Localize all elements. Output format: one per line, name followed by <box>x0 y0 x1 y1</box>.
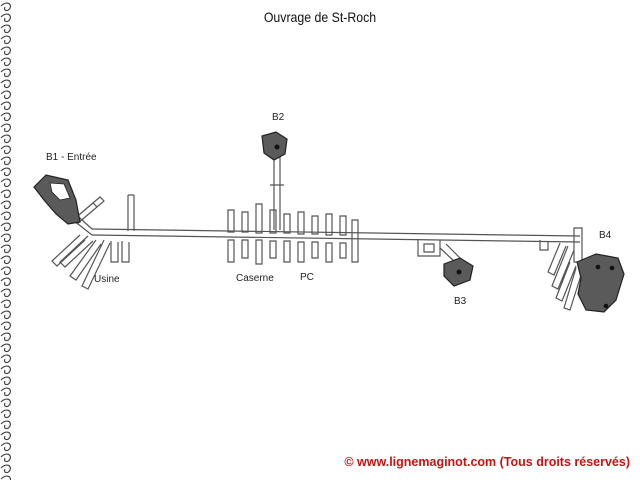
binding-loop <box>0 332 11 342</box>
binding-loop <box>0 244 11 254</box>
bloc-b1-cutout <box>49 182 71 201</box>
bloc-b2 <box>261 131 288 161</box>
binding-loop <box>0 277 11 287</box>
bloc-b4 <box>576 253 625 313</box>
binding-loop <box>0 35 11 45</box>
binding-loop <box>0 145 11 155</box>
binding-loop <box>0 299 11 309</box>
binding-loop <box>0 376 11 386</box>
binding-loop <box>0 321 11 331</box>
binding-loop <box>0 310 11 320</box>
binding-loop <box>0 189 11 199</box>
bloc-b4-turret-2 <box>609 265 615 271</box>
label-pc: PC <box>300 272 314 283</box>
binding-loop <box>0 453 11 463</box>
binding-loop <box>0 167 11 177</box>
binding-loop <box>0 68 11 78</box>
binding-loop <box>0 233 11 243</box>
binding-loop <box>0 13 11 23</box>
binding-loop <box>0 222 11 232</box>
copyright-notice: © www.lignemaginot.com (Tous droits rése… <box>344 455 630 469</box>
label-caserne: Caserne <box>236 273 274 284</box>
bloc-b3-turret <box>456 269 462 275</box>
binding-loop <box>0 409 11 419</box>
usine-galleries <box>51 194 135 290</box>
b4-galleries <box>539 227 583 311</box>
binding-loop <box>0 387 11 397</box>
binding-loop <box>0 398 11 408</box>
binding-loop <box>0 178 11 188</box>
bloc-b2-turret <box>274 144 280 150</box>
binding-loop <box>0 266 11 276</box>
binding-loop <box>0 365 11 375</box>
spiral-binding <box>0 2 11 480</box>
b3-galleries <box>417 239 461 263</box>
label-b2: B2 <box>272 112 285 123</box>
binding-loop <box>0 288 11 298</box>
binding-loop <box>0 24 11 34</box>
label-b3: B3 <box>454 296 467 307</box>
label-b4: B4 <box>599 230 612 241</box>
binding-loop <box>0 156 11 166</box>
binding-loop <box>0 200 11 210</box>
binding-loop <box>0 255 11 265</box>
bloc-b1 <box>33 174 81 225</box>
binding-loop <box>0 90 11 100</box>
label-b1-entree: B1 - Entrée <box>46 152 97 163</box>
binding-loop <box>0 354 11 364</box>
caserne-galleries <box>227 203 359 265</box>
label-usine: Usine <box>94 274 120 285</box>
bloc-b4-turret-1 <box>595 264 601 270</box>
binding-loop <box>0 123 11 133</box>
binding-loop <box>0 475 11 480</box>
binding-loop <box>0 112 11 122</box>
binding-loop <box>0 343 11 353</box>
binding-loop <box>0 57 11 67</box>
binding-loop <box>0 211 11 221</box>
binding-loop <box>0 442 11 452</box>
binding-loop <box>0 420 11 430</box>
b2-shaft <box>270 154 284 230</box>
binding-loop <box>0 79 11 89</box>
page-title: Ouvrage de St-Roch <box>263 9 377 25</box>
binding-loop <box>0 46 11 56</box>
binding-loop <box>0 464 11 474</box>
binding-loop <box>0 431 11 441</box>
main-gallery <box>91 228 581 243</box>
bloc-b4-turret-3 <box>603 303 609 309</box>
binding-loop <box>0 2 11 12</box>
binding-loop <box>0 134 11 144</box>
binding-loop <box>0 101 11 111</box>
